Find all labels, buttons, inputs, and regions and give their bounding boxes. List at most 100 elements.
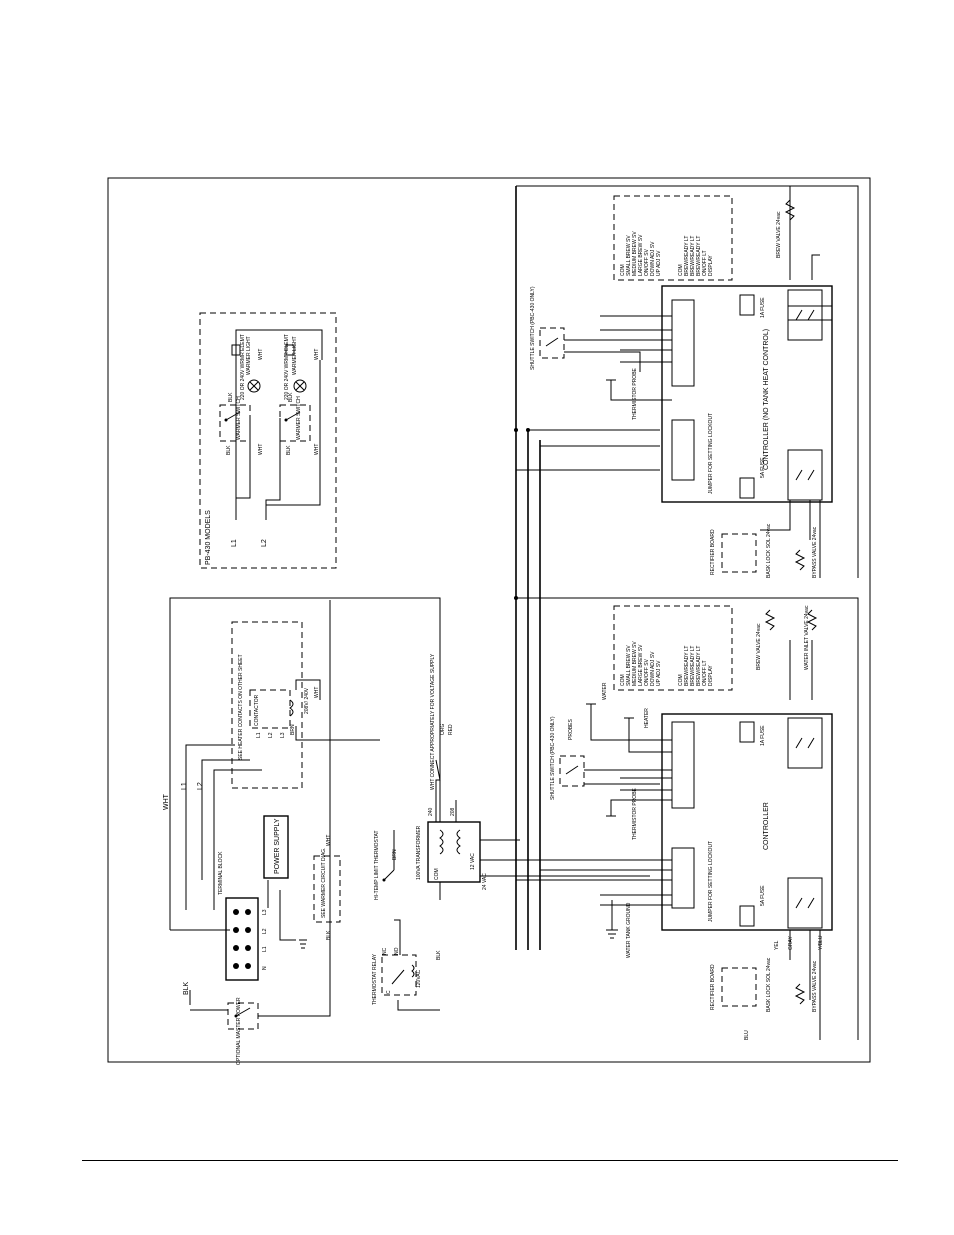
lower-fuse-5a: 5A FUSE — [760, 885, 766, 906]
lower-thermistor: THERMISTOR PROBE — [632, 787, 638, 840]
legend-entry: BREW/READY LT — [690, 646, 696, 686]
legend-entry: BREW/READY LT — [684, 236, 690, 276]
pb430-warmer-circuit: PB-430 MODELS L1 L2 WARMER SWITCH WARMER… — [199, 312, 337, 569]
pb430-models-label: PB-430 MODELS — [205, 510, 212, 565]
pb430-l2-label: L2 — [261, 539, 268, 547]
upper-fuse-5a: 5A FUSE — [760, 457, 766, 478]
pb430-wht-4: WHT — [314, 349, 320, 360]
t-208: 208 — [450, 807, 456, 816]
coil-wht: WHT — [314, 687, 320, 698]
bus-wires — [514, 185, 859, 1040]
lower-water-inlet-valve: WATER INLET VALVE 24vac — [804, 605, 810, 670]
relay-c: C — [386, 990, 392, 994]
l2-label: L2 — [197, 782, 204, 790]
terminal-l1: L1 — [262, 946, 268, 952]
legend-entry: COM — [620, 264, 626, 276]
lower-probes: PROBES — [568, 718, 574, 740]
lower-gray: GRAY — [788, 936, 794, 950]
legend-entry: DOWN ADJ SV — [650, 651, 656, 686]
upper-rectifier: RECTIFIER BOARD — [710, 529, 716, 575]
power-supply-label: POWER SUPPLY — [274, 818, 281, 874]
see-heater-contacts: SEE HEATER CONTACTS ON OTHER SHEET — [238, 654, 244, 760]
controller-upper: CONTROLLER (NO TANK HEAT CONTROL) 1A FUS… — [530, 186, 833, 578]
blk-label-3: BLK — [436, 950, 442, 960]
upper-fuse-1a: 1A FUSE — [760, 297, 766, 318]
legend-entry: LARGE BREW SV — [638, 234, 644, 276]
legend-entry: ON/OFF LT — [702, 250, 708, 276]
lower-shuttle-switch: SHUTTLE SWITCH (PBC-430 ONLY) — [550, 716, 556, 800]
t-240: 240 — [428, 807, 434, 816]
legend-entry: SMALL BREW SV — [626, 235, 632, 276]
warmer-element-1: 220 OR 240V WRMR ELEMT — [240, 334, 246, 400]
warmer-light-icon — [293, 379, 307, 393]
legend-entry: UP ADJ SV — [656, 660, 662, 686]
transformer-label: 100VA TRANSFORMER — [416, 825, 422, 880]
l1-label: L1 — [181, 782, 188, 790]
pb430-wht-3: WHT — [258, 349, 264, 360]
coil-volt: 208V/ 240V — [304, 687, 310, 714]
schematic-frame — [107, 177, 871, 1063]
footer-divider — [82, 1160, 898, 1161]
legend-entry: COM — [678, 264, 684, 276]
warmer-element-2: 220 OR 240V WRMR ELEMT — [284, 334, 290, 400]
legend-entry: DISPLAY — [708, 255, 714, 276]
pb430-blk-4: BLK — [288, 392, 294, 402]
legend-entry: SMALL BREW SV — [626, 645, 632, 686]
power-input-section: OPTIONAL MASTER POWER TERMINAL BLOCK N L… — [163, 597, 650, 1065]
lower-brew-valve: BREW VALVE 24vac — [756, 623, 762, 670]
legend-entry: MEDIUM BREW SV — [632, 641, 638, 686]
lower-fuse-1a: 1A FUSE — [760, 725, 766, 746]
upper-bask-lock: BASK LOCK SOL 24vac — [766, 523, 772, 578]
legend-entry: ON/OFF SV — [644, 248, 650, 276]
contactor-l1: L1 — [256, 732, 262, 738]
pb430-blk-1: BLK — [226, 445, 232, 455]
relay-nc: NC — [382, 947, 388, 955]
lower-ybl: Y/BLU — [818, 935, 824, 950]
pb430-wht-2: WHT — [314, 444, 320, 455]
contactor-l3: L3 — [280, 732, 286, 738]
hi-temp-limit: HI-TEMP LIMIT THERMOSTAT — [374, 830, 380, 900]
relay-no: NO — [394, 947, 400, 955]
pb430-blk-2: BLK — [228, 392, 234, 402]
org-label: ORG — [440, 724, 446, 736]
legend-entry: ON/OFF SV — [644, 658, 650, 686]
blk-label-2: BLK — [326, 930, 332, 940]
lower-rectifier: RECTIFIER BOARD — [710, 964, 716, 1010]
contactor-label: CONTACTOR — [254, 694, 260, 726]
upper-brew-valve: BREW VALVE 24vac — [776, 211, 782, 258]
relay-volt: 120VAC — [416, 969, 422, 988]
terminal-block-label: TERMINAL BLOCK — [218, 851, 224, 895]
see-warmer-circuit: SEE WARMER CIRCUIT DIAG. — [321, 847, 327, 918]
water-tank-ground: WATER TANK GROUND — [626, 902, 632, 958]
t-com: COM — [434, 868, 440, 880]
t-12vac: 12 VAC — [470, 853, 476, 870]
blk-label-1: BLK — [183, 981, 190, 995]
terminal-n: N — [262, 966, 268, 970]
lower-heater: HEATER — [644, 708, 650, 728]
red-label: RED — [448, 724, 454, 735]
lower-ylw: YEL — [774, 940, 780, 950]
power-supply — [263, 815, 289, 879]
pb430-l1-label: L1 — [231, 539, 238, 547]
legend-entry: UP ADJ SV — [656, 250, 662, 276]
terminal-l3: L3 — [262, 909, 268, 915]
warmer-switch-2: WARMER SWITCH — [296, 396, 302, 440]
coil-brn: BRN — [290, 724, 296, 735]
lower-jumper: JUMPER FOR SETTING LOCKOUT — [708, 841, 714, 922]
warmer-light-1: WARMER LIGHT — [246, 336, 252, 375]
warmer-light-icon — [247, 379, 261, 393]
legend-entry: COM — [620, 674, 626, 686]
contactor-l2: L2 — [268, 732, 274, 738]
legend-entry: BREW/READY LT — [690, 236, 696, 276]
thermostat-relay: THERMOSTAT RELAY — [372, 953, 378, 1005]
wht-label: WHT — [163, 793, 170, 810]
upper-bypass-valve: BYPASS VALVE 24vac — [812, 526, 818, 578]
wht-connect: WHT CONNECT APPROPRIATELY FOR VOLTAGE SU… — [430, 653, 436, 790]
hi-temp-brn: BRN — [392, 849, 398, 860]
transformer — [427, 821, 481, 883]
legend-entry: DOWN ADJ SV — [650, 241, 656, 276]
upper-shuttle-switch: SHUTTLE SWITCH (PBC-430 ONLY) — [530, 286, 536, 370]
